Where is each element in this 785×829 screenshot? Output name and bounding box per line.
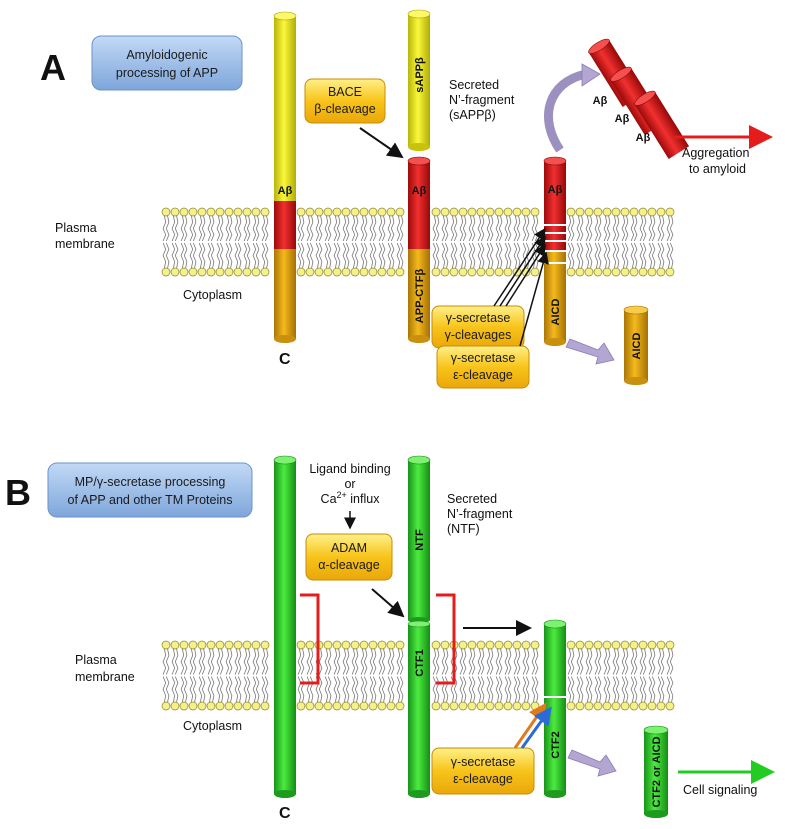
adam-arrow (371, 588, 405, 618)
ntf-label: NTF (414, 529, 426, 551)
plasma-membrane-a (161, 207, 675, 277)
abeta-label-full: Aβ (278, 185, 293, 197)
bace-arrow (359, 127, 404, 159)
juxtamembrane-bracket-2 (436, 593, 456, 685)
abeta-aggregate-2-label: Aβ (615, 113, 630, 125)
cell-signaling-label: Cell signaling (683, 783, 757, 797)
aicd-release-arrow (565, 338, 615, 365)
panel-a-title-line1: Amyloidogenic (126, 48, 207, 62)
full-tm-protein-b (273, 455, 297, 798)
adam-enzyme-box: ADAM α-cleavage (305, 533, 393, 581)
plasma-label-b-1: Plasma (75, 653, 117, 667)
gamma-b-line2: ε-cleavage (453, 772, 513, 786)
sappb-label: sAPPβ (414, 57, 426, 93)
ligand-line2: or (344, 477, 355, 491)
abeta-release-curve (544, 69, 588, 153)
cytoplasm-label-a: Cytoplasm (183, 288, 242, 302)
bace-line2: β-cleavage (314, 102, 375, 116)
bace-line1: BACE (328, 85, 362, 99)
epsilon-a-line2: ε-cleavage (453, 368, 513, 382)
gamma-secretase-box-a: γ-secretase γ-cleavages (431, 305, 525, 349)
abeta-label-ctfb: Aβ (412, 185, 427, 197)
secreted-a-2: N’-fragment (449, 93, 515, 107)
secreted-a-3: (sAPPβ) (449, 108, 496, 122)
epsilon-cleavage-arrow-a (519, 251, 549, 347)
epsilon-secretase-box-a: γ-secretase ε-cleavage (436, 345, 530, 389)
panel-b-title-line2: of APP and other TM Proteins (68, 493, 233, 507)
panel-b-title-line1: MP/γ-secretase processing (75, 475, 226, 489)
adam-line1: ADAM (331, 541, 367, 555)
ctf2-or-aicd-label: CTF2 or AICD (651, 736, 663, 807)
gamma-a-line1: γ-secretase (446, 311, 511, 325)
gamma-cleavage-arrows (493, 227, 546, 307)
panel-b-letter: B (5, 472, 31, 513)
ctf1-label: CTF1 (414, 649, 426, 677)
juxtamembrane-bracket-1 (300, 593, 320, 685)
gamma-b-line1: γ-secretase (451, 755, 516, 769)
abeta-aicd-cleaved: Aβ AICD (543, 156, 567, 346)
orange-cleavage-arrow (513, 702, 547, 749)
panel-a-letter: A (40, 47, 66, 88)
gamma-a-line2: γ-cleavages (445, 328, 512, 342)
blue-cleavage-arrow (520, 706, 552, 749)
panel-b-title-box: MP/γ-secretase processing of APP and oth… (47, 462, 253, 518)
gamma-secretase-box-b: γ-secretase ε-cleavage (431, 747, 535, 795)
secreted-a-1: Secreted (449, 78, 499, 92)
ctf2-label: CTF2 (550, 731, 562, 759)
plasma-label-a-1: Plasma (55, 221, 97, 235)
released-aicd: AICD (623, 305, 649, 385)
plasma-label-b-2: membrane (75, 670, 135, 684)
aggregation-line1: Aggregation (682, 146, 749, 160)
abeta-aggregate-1-label: Aβ (593, 95, 608, 107)
c-terminus-b: C (279, 805, 291, 822)
ctf2-release-arrow (567, 749, 617, 777)
bace-enzyme-box: BACE β-cleavage (304, 78, 386, 124)
c-terminus-a: C (279, 351, 291, 368)
plasma-label-a-2: membrane (55, 237, 115, 251)
full-app-protein-a: Aβ (273, 11, 297, 343)
app-ctfb-fragment: Aβ APP-CTFβ (407, 156, 431, 343)
adam-line2: α-cleavage (318, 558, 379, 572)
secreted-b-1: Secreted (447, 492, 497, 506)
abeta-label-cleaved: Aβ (548, 184, 563, 196)
ligand-line3: Ca2+ influx (321, 490, 381, 506)
ntf-ctf1-protein: NTF CTF1 (407, 455, 431, 798)
sappb-fragment: sAPPβ (407, 9, 431, 151)
ctf2-protein: CTF2 (543, 619, 567, 798)
abeta-aggregates: Aβ Aβ Aβ (588, 38, 690, 159)
ligand-line1: Ligand binding (309, 462, 390, 476)
released-ctf2-aicd: CTF2 or AICD (643, 725, 669, 818)
secreted-b-2: N’-fragment (447, 507, 513, 521)
secreted-b-3: (NTF) (447, 522, 480, 536)
panel-a-title-box: Amyloidogenic processing of APP (91, 35, 243, 91)
panel-a-title-line2: processing of APP (116, 66, 218, 80)
epsilon-a-line1: γ-secretase (451, 351, 516, 365)
abeta-aggregate-3-label: Aβ (636, 132, 651, 144)
cytoplasm-label-b: Cytoplasm (183, 719, 242, 733)
aggregation-line2: to amyloid (689, 162, 746, 176)
app-ctfb-label: APP-CTFβ (414, 269, 426, 324)
aicd-label-attached: AICD (550, 299, 562, 326)
aicd-label-released: AICD (631, 333, 643, 360)
